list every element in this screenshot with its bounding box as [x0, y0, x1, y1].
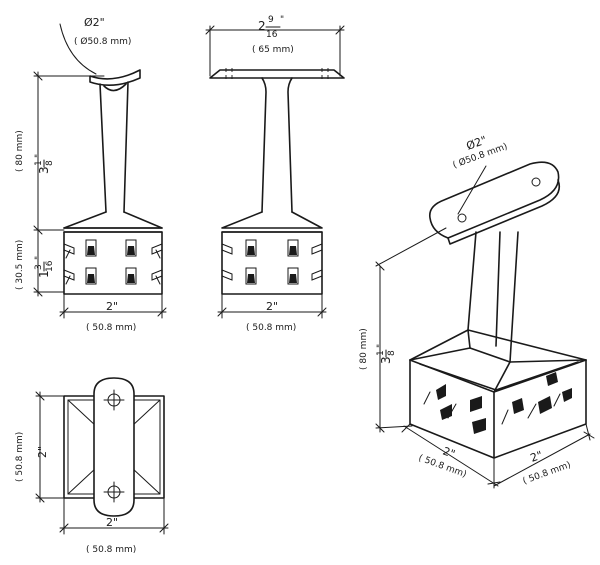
svg-text:1: 1	[34, 160, 44, 166]
front-width: 2"	[106, 300, 118, 313]
front-top-dia-mm: ( Ø50.8 mm)	[74, 36, 131, 47]
svg-text:": "	[34, 256, 44, 260]
front-top-dia: Ø2"	[84, 16, 105, 29]
isometric-view: Ø2" ( Ø50.8 mm) 3 1 8 " ( 80 mm) 2" ( 50…	[359, 134, 595, 489]
side-bottom-width: 2"	[266, 300, 278, 313]
front-base-mm: ( 30.5 mm)	[15, 240, 25, 290]
top-height: 2"	[36, 446, 49, 458]
iso-height-mm: ( 80 mm)	[359, 328, 369, 370]
clip-icon	[436, 372, 572, 434]
iso-left-width-mm: ( 50.8 mm)	[417, 453, 468, 480]
top-height-mm: ( 50.8 mm)	[15, 432, 25, 482]
iso-right-width: 2"	[529, 448, 545, 464]
svg-text:": "	[34, 154, 44, 158]
svg-text:3: 3	[37, 166, 51, 174]
svg-text:8: 8	[387, 350, 397, 356]
front-view: Ø2" ( Ø50.8 mm) 3 1 8 " ( 80 mm) 1 3 16 …	[15, 16, 167, 333]
iso-height-fraction: 3 1 8 "	[376, 344, 397, 364]
svg-text:16: 16	[266, 30, 278, 40]
svg-text:1: 1	[376, 350, 386, 356]
front-base-fraction: 1 3 16 "	[34, 256, 55, 278]
top-view: 2" ( 50.8 mm) 2" ( 50.8 mm)	[15, 377, 169, 555]
iso-left-width: 2"	[441, 445, 457, 461]
side-bottom-width-mm: ( 50.8 mm)	[246, 323, 296, 333]
top-width: 2"	[106, 516, 118, 529]
front-height-mm: ( 80 mm)	[15, 130, 25, 172]
svg-text:8: 8	[45, 160, 55, 166]
svg-text:": "	[376, 344, 386, 348]
svg-text:1: 1	[37, 270, 51, 278]
svg-text:3: 3	[34, 264, 44, 270]
side-top-fraction: 2 9 16 "	[258, 15, 284, 40]
clip-icon	[85, 239, 137, 285]
iso-right-width-mm: ( 50.8 mm)	[522, 460, 573, 487]
top-width-mm: ( 50.8 mm)	[86, 545, 136, 555]
clip-icon	[245, 239, 299, 285]
side-top-mm: ( 65 mm)	[252, 45, 294, 55]
svg-text:3: 3	[379, 356, 393, 364]
front-height-fraction: 3 1 8 "	[34, 154, 55, 174]
svg-text:16: 16	[45, 260, 55, 272]
svg-text:2: 2	[258, 19, 266, 33]
svg-text:9: 9	[268, 15, 274, 25]
front-width-mm: ( 50.8 mm)	[86, 323, 136, 333]
svg-text:": "	[280, 15, 284, 25]
side-view: 2 9 16 " ( 65 mm) 2" ( 50.8 mm)	[205, 15, 345, 333]
